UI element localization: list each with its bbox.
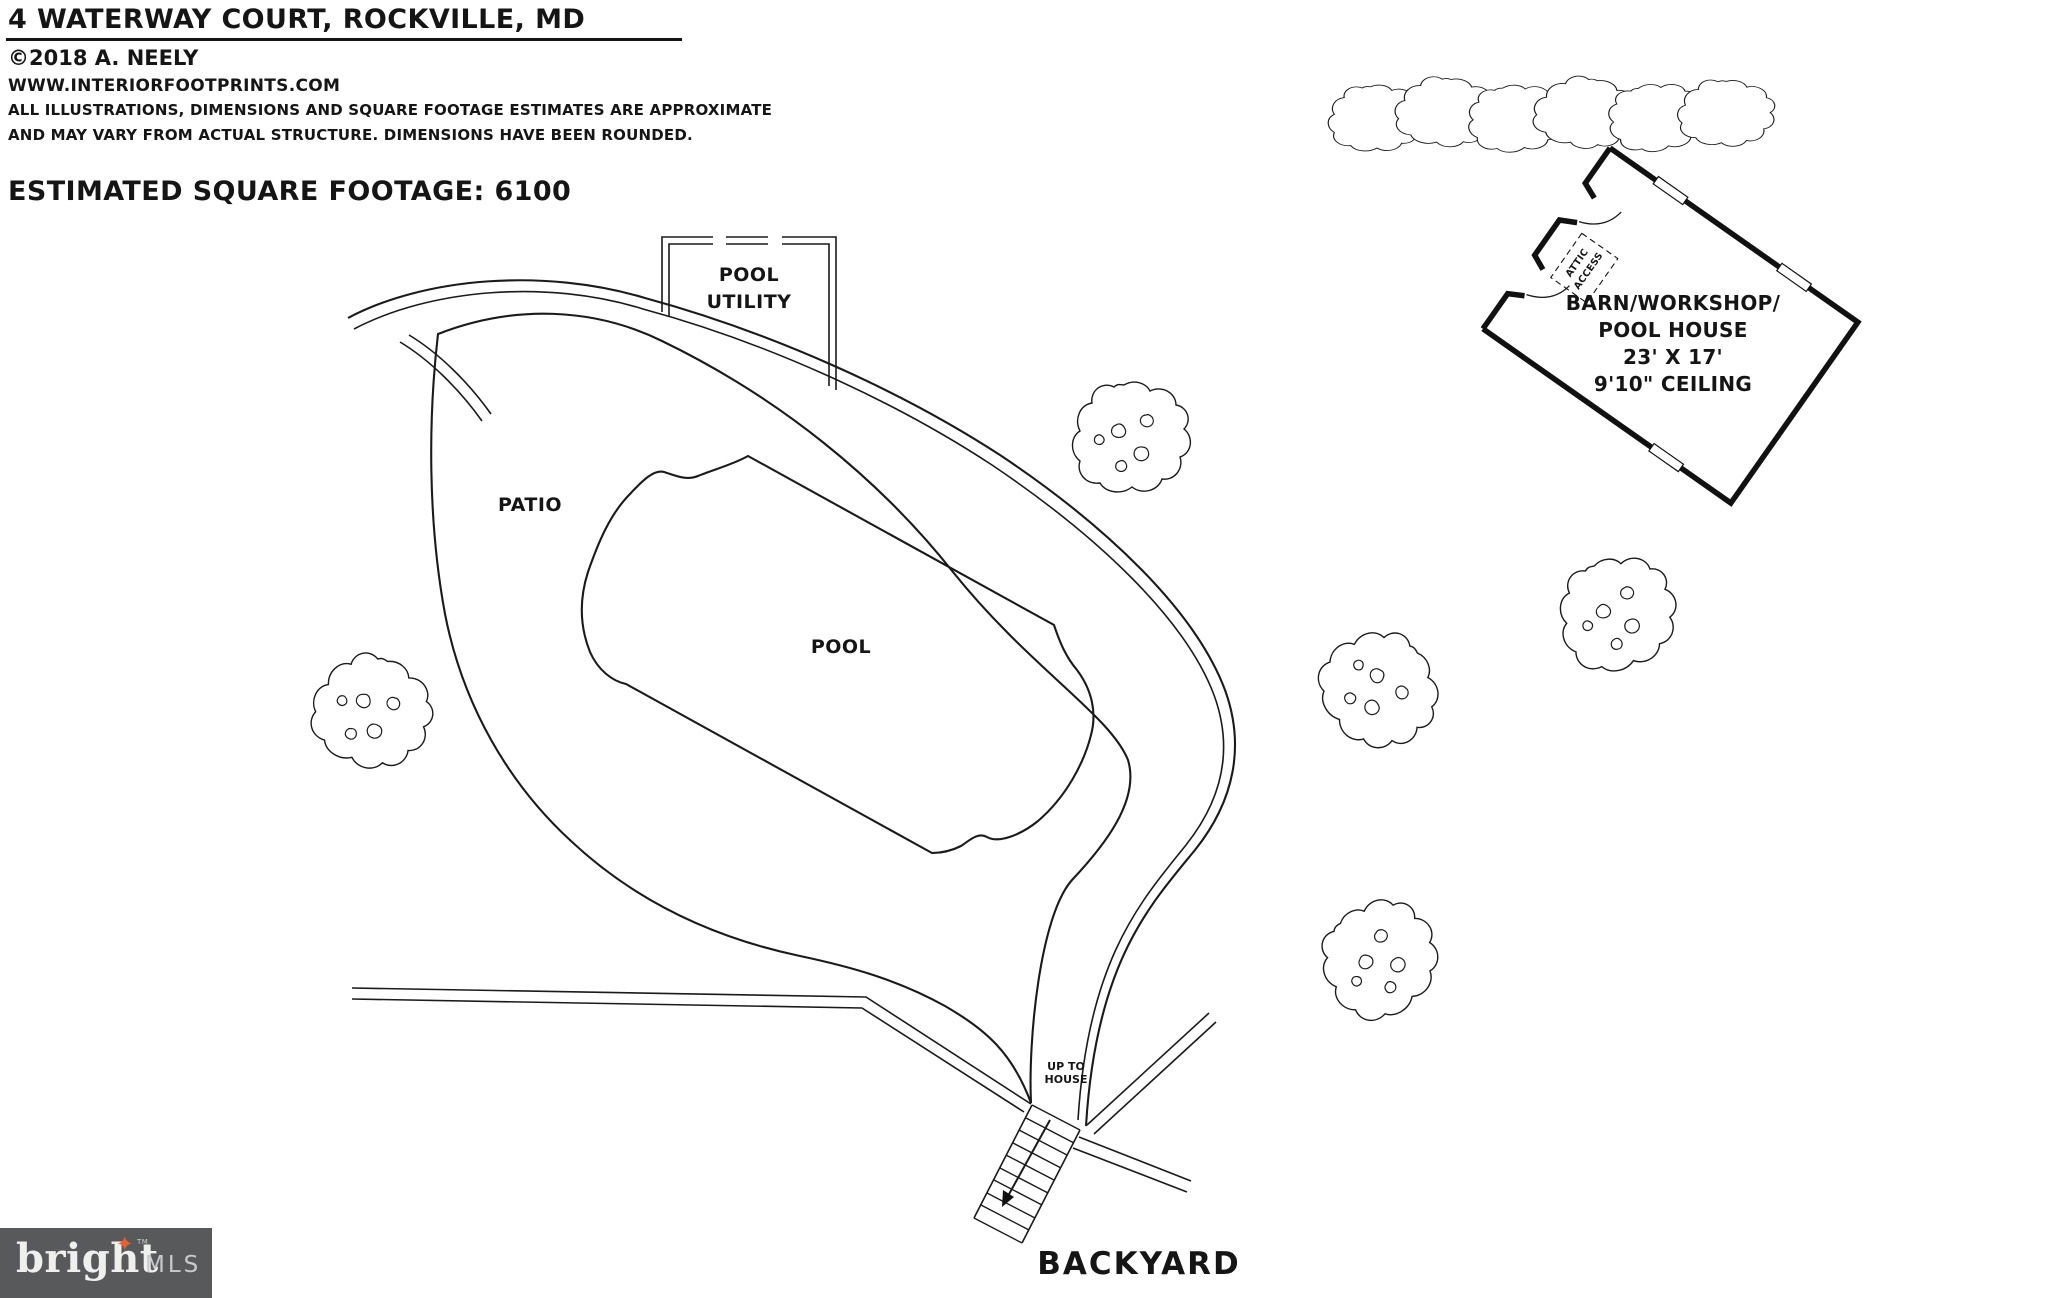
mls-suffix: MLS: [145, 1252, 202, 1278]
patio-boundary: [430, 312, 1132, 1104]
backyard-label: BACKYARD: [1037, 1246, 1240, 1282]
fence-lower-right: [1072, 1136, 1192, 1193]
disclaimer-line-2: AND MAY VARY FROM ACTUAL STRUCTURE. DIME…: [8, 126, 693, 144]
pool-label: POOL: [811, 636, 871, 658]
barn-label-1: BARN/WORKSHOP/: [1566, 291, 1781, 315]
up-to-house-label-1: UP TO: [1047, 1060, 1085, 1073]
website-line: WWW.INTERIORFOOTPRINTS.COM: [8, 76, 341, 96]
fence-left: [351, 987, 1032, 1113]
disclaimer-line-1: ALL ILLUSTRATIONS, DIMENSIONS AND SQUARE…: [8, 101, 773, 119]
down-arrow-icon: [1002, 1119, 1051, 1207]
stairs: [973, 1104, 1081, 1244]
bush: [1544, 543, 1690, 684]
walkway-outer-edge: [347, 279, 1236, 1127]
estimated-square-footage: ESTIMATED SQUARE FOOTAGE: 6100: [8, 176, 572, 207]
trademark-symbol: TM: [137, 1238, 149, 1246]
utility-window-gap: [768, 232, 782, 247]
hedge-row: [1327, 66, 1782, 160]
star-icon: ✦: [116, 1232, 134, 1256]
door-swing: [1578, 211, 1622, 225]
barn-label-3: 23' X 17': [1623, 345, 1723, 369]
pool-utility-label-2: UTILITY: [707, 291, 792, 313]
patio-label: PATIO: [498, 494, 562, 516]
barn-window: [1648, 175, 1813, 473]
door-swing: [1526, 285, 1570, 298]
bush: [296, 637, 449, 786]
pool-utility-structure: [661, 232, 837, 390]
copyright-line: ©2018 A. NEELY: [8, 46, 199, 70]
fence-upper-right: [1086, 1012, 1217, 1135]
utility-window-gap: [713, 232, 726, 247]
pool-outline: [580, 454, 1095, 855]
page-title: 4 WATERWAY COURT, ROCKVILLE, MD: [8, 4, 586, 35]
up-to-house-label-2: HOUSE: [1045, 1073, 1088, 1086]
barn-label-4: 9'10" CEILING: [1594, 372, 1752, 396]
walkway-end-cap: [399, 334, 492, 422]
barn-label-2: POOL HOUSE: [1598, 318, 1747, 342]
barn-structure: ATTIC ACCESS: [1480, 145, 1862, 507]
title-underline: [6, 38, 682, 41]
bush: [1299, 878, 1460, 1038]
bright-mls-logo: bright ✦ TM MLS: [0, 1228, 212, 1298]
bush: [1301, 610, 1459, 770]
bush: [1073, 382, 1191, 492]
pool-utility-label-1: POOL: [719, 264, 779, 286]
bright-mls-wordmark: bright: [16, 1235, 159, 1282]
